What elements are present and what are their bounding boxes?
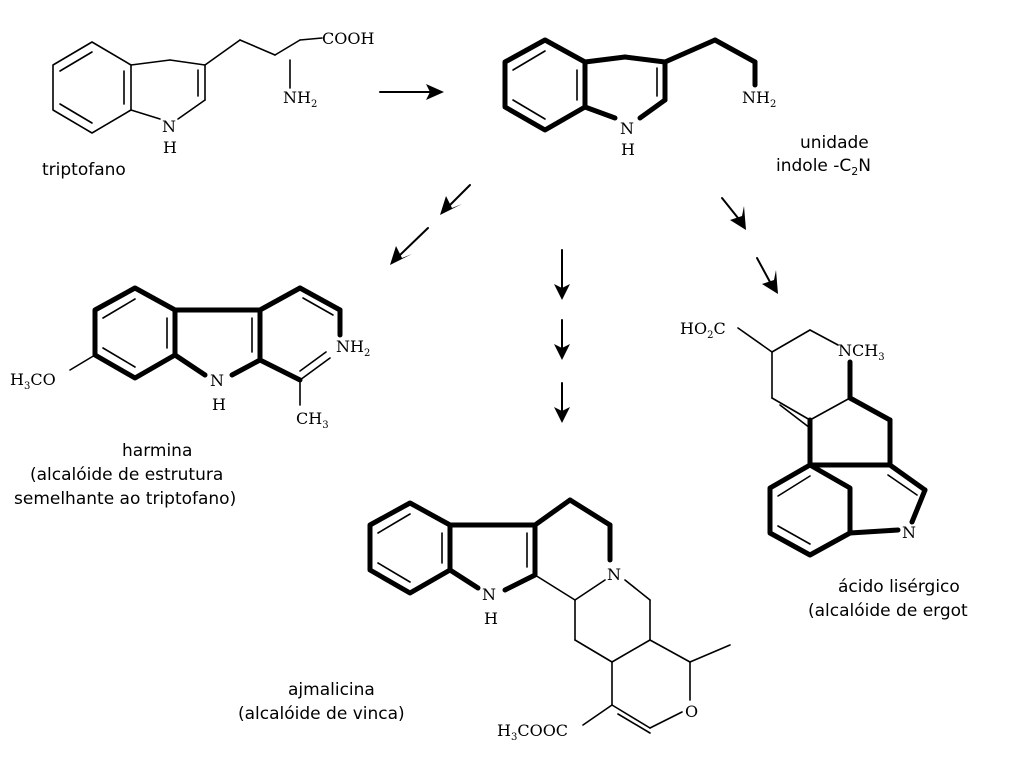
label-triptofano: triptofano [42, 160, 126, 180]
label-lisergico-desc: (alcalóide de ergot [808, 601, 968, 621]
ajmalicina-n-ring: N [607, 565, 621, 584]
harmina-h3co: H3CO [10, 370, 56, 392]
arrow-tryptophan-to-indole [379, 84, 444, 100]
tryptophan-n: N [162, 117, 176, 136]
label-ajmalicina: ajmalicina [288, 680, 375, 700]
label-indole-c2n: indole -C2N [776, 156, 871, 178]
arrows-to-lisergico [721, 197, 778, 294]
indole-nh2: NH2 [742, 88, 776, 110]
harmina-structure [69, 285, 343, 406]
harmina-n: N [210, 371, 224, 390]
indole-n: N [620, 119, 634, 138]
label-harmina: harmina [122, 441, 192, 461]
label-harmina-desc2: semelhante ao triptofano) [14, 489, 236, 509]
ajmalicina-n: N [482, 585, 496, 604]
label-ajmalicina-desc: (alcalóide de vinca) [238, 704, 405, 724]
arrows-to-ajmalicina [554, 249, 570, 423]
tryptophan-nh2: NH2 [283, 88, 317, 110]
indole-unit-structure [502, 37, 758, 133]
lisergico-nch3: NCH3 [838, 341, 885, 363]
ajmalicina-structure [367, 497, 731, 734]
lysergic-acid-structure [737, 327, 928, 558]
ajmalicina-h: H [484, 609, 498, 628]
arrows-to-harmina [390, 184, 471, 265]
cooh-group: COOH [322, 29, 374, 48]
label-harmina-desc1: (alcalóide de estrutura [30, 465, 223, 485]
harmina-ch3: CH3 [296, 409, 329, 431]
indole-h: H [621, 140, 635, 159]
ajmalicina-h3cooc: H3COOC [497, 721, 568, 743]
harmina-nh2: NH2 [336, 337, 370, 359]
lisergico-n: N [902, 523, 916, 542]
label-lisergico: ácido lisérgico [838, 577, 960, 597]
lisergico-ho2c: HO2C [680, 319, 726, 341]
tryptophan-h: H [163, 138, 177, 157]
tryptophan-structure [52, 37, 323, 134]
harmina-h: H [212, 395, 226, 414]
label-unidade: unidade [800, 133, 869, 153]
ajmalicina-o: O [685, 702, 698, 721]
